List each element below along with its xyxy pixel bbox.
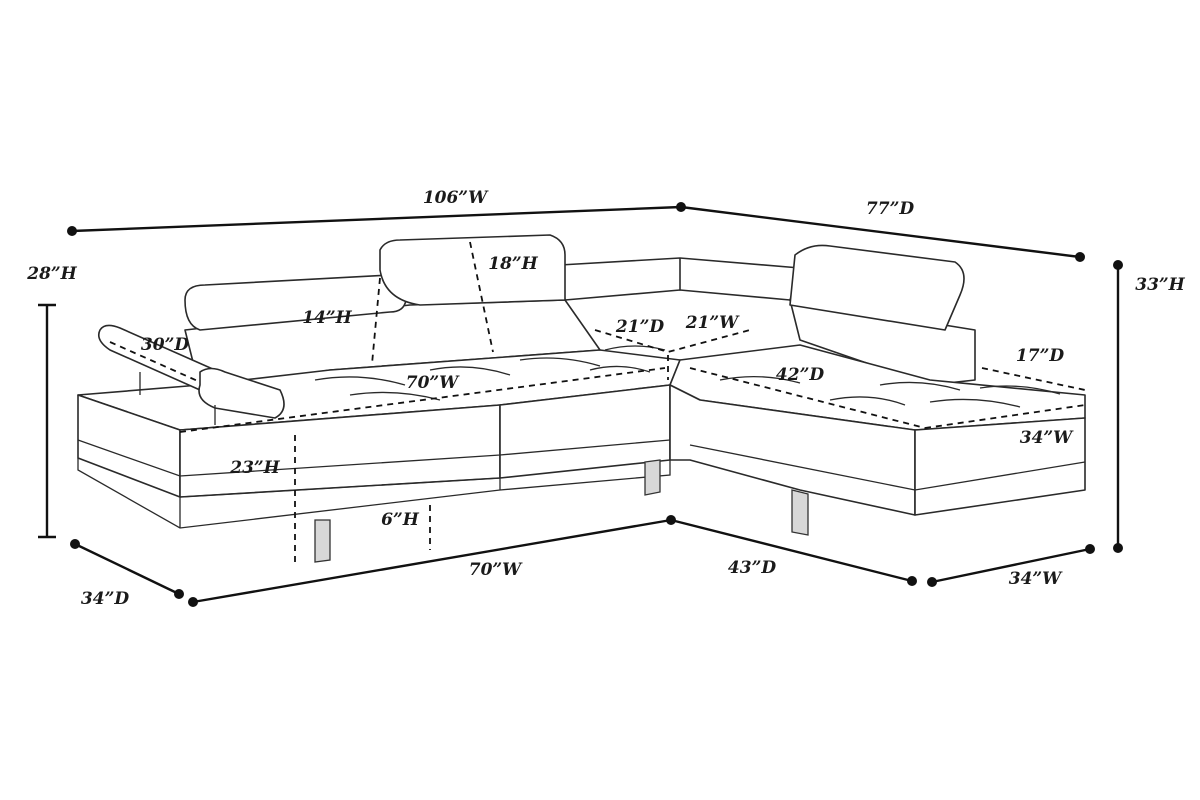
left-headrest-height-label: 14”H — [302, 308, 352, 328]
right-height-label: 33”H — [1135, 275, 1185, 295]
overall-depth-label: 77”D — [866, 199, 914, 219]
armrest-depth-label: 30”D — [141, 335, 189, 355]
right-base-depth-label: 43”D — [728, 558, 776, 578]
seat-height-label: 23”H — [229, 458, 280, 478]
leg-height-label: 6”H — [381, 510, 420, 530]
center-headrest-height-label: 18”H — [488, 254, 538, 274]
corner-depth-label: 21”D — [615, 317, 664, 337]
left-base-depth-label: 34”D — [81, 589, 129, 609]
front-width-label: 70”W — [469, 560, 523, 580]
dimension-labels: 106”W 77”D 28”H 33”H 18”H 14”H 30”D 21”D… — [26, 188, 1185, 609]
sofa-outline — [77, 234, 1086, 563]
right-base-width-label: 34”W — [1009, 569, 1063, 589]
corner-width-label: 21”W — [685, 313, 740, 333]
overall-width-label: 106”W — [423, 188, 489, 208]
right-seat-depth-label: 42”D — [776, 365, 824, 385]
right-arm-depth-label: 17”D — [1016, 346, 1064, 366]
right-seat-width-label: 34”W — [1020, 428, 1074, 448]
left-seat-width-label: 70”W — [406, 373, 460, 393]
left-height-label: 28”H — [26, 264, 77, 284]
dimension-lines — [38, 202, 1123, 607]
